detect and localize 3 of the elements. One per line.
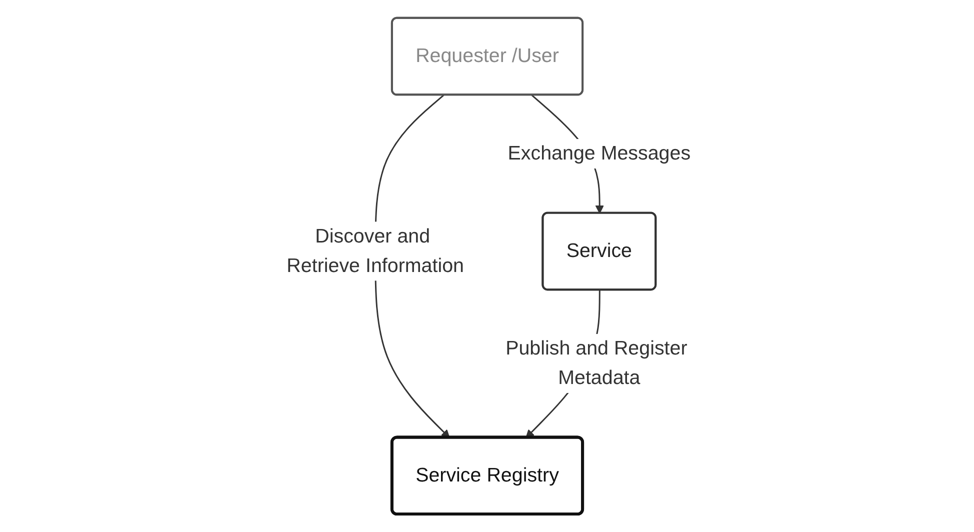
edge-label: Publish and Register Metadata: [505, 338, 688, 390]
edge-label: Discover and Retrieve Information: [286, 226, 464, 277]
edge-label: Exchange Messages: [508, 142, 690, 165]
